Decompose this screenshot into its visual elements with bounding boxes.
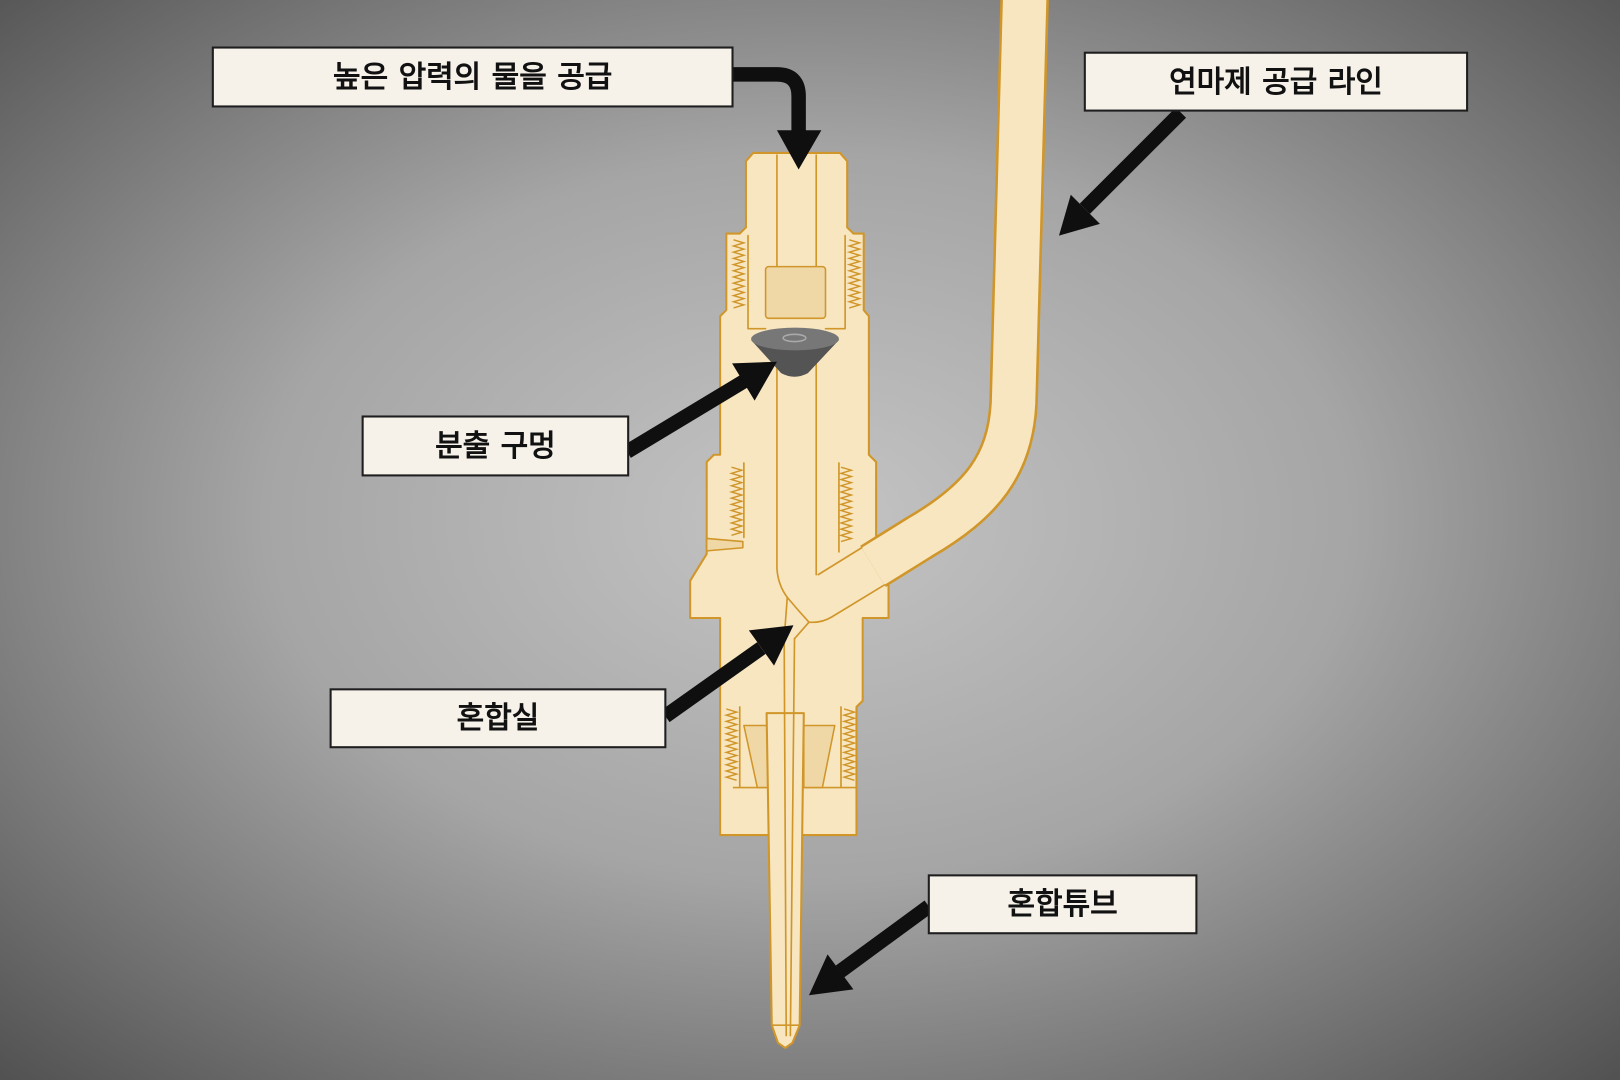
orifice-hole	[782, 333, 807, 343]
arrow-shaft	[661, 642, 766, 723]
arrow-head	[1058, 194, 1100, 236]
label-text: 높은 압력의 물을 공급	[333, 60, 612, 95]
arrow-water-supply	[732, 67, 822, 170]
arrow-head	[748, 625, 794, 666]
mixing-tube-bore	[783, 637, 796, 1037]
abrasive-tube-body	[861, 0, 1047, 585]
arrow-shaft	[1079, 107, 1187, 214]
upper-nut-wall	[747, 234, 846, 330]
arrow-abrasive-supply-line	[1058, 107, 1187, 236]
label-water-supply: 높은 압력의 물을 공급	[211, 46, 734, 108]
label-text: 연마제 공급 라인	[1169, 65, 1383, 100]
label-mixing-chamber: 혼합실	[329, 688, 667, 749]
arrow-shaft	[835, 900, 934, 978]
label-box	[211, 46, 734, 108]
orifice-holder	[764, 265, 827, 320]
label-box	[927, 874, 1198, 935]
label-box	[361, 415, 630, 477]
bottom-threads-left	[723, 708, 740, 781]
arrow-head	[732, 361, 777, 401]
upper-threads-right	[846, 239, 863, 309]
label-box	[1083, 51, 1469, 112]
label-text: 분출 구멍	[435, 429, 556, 464]
arrow-mixing-chamber	[661, 625, 794, 723]
bottom-threads-right	[841, 708, 857, 781]
abrasive-supply-tube	[793, 0, 1049, 640]
arrow-shaft	[623, 375, 748, 458]
water-inlet-bore	[776, 154, 818, 268]
arrow-shaft	[732, 67, 806, 133]
body-groove	[705, 537, 744, 552]
arrow-head	[808, 954, 854, 996]
label-mixing-tube: 혼합튜브	[927, 874, 1198, 935]
arrow-orifice	[623, 361, 777, 458]
label-abrasive-supply-line: 연마제 공급 라인	[1083, 51, 1469, 112]
label-text: 혼합실	[457, 701, 540, 736]
upper-threads-left	[731, 239, 747, 309]
mixing-tube	[765, 637, 805, 1049]
label-text: 혼합튜브	[1008, 887, 1118, 922]
bottom-nut-wall	[732, 706, 858, 789]
lower-threads-left	[728, 466, 745, 537]
lower-section-wall	[743, 462, 840, 553]
lower-threads-right	[838, 466, 854, 543]
label-box	[329, 688, 667, 749]
arrow-mixing-tube	[808, 900, 934, 996]
arrow-head	[776, 130, 822, 170]
orifice-face	[751, 327, 839, 351]
orifice-cone	[751, 340, 839, 377]
orifice	[751, 327, 839, 377]
label-orifice: 분출 구멍	[361, 415, 630, 477]
mixing-chamber	[786, 596, 810, 623]
